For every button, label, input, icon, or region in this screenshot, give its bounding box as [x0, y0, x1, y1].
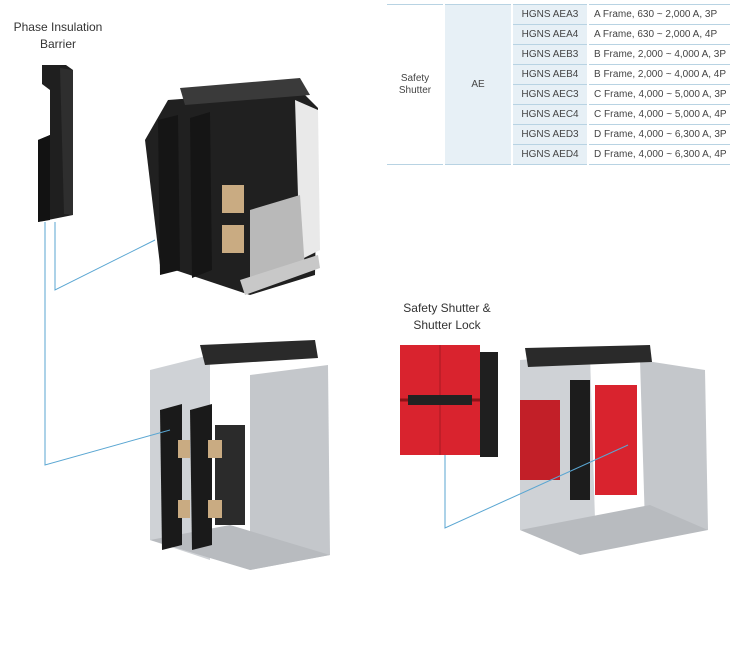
description-cell: A Frame, 630 ~ 2,000 A, 4P	[589, 25, 730, 45]
safety-shutter-image	[400, 345, 498, 457]
model-cell: HGNS AED4	[513, 145, 587, 165]
model-cell: HGNS AEC3	[513, 85, 587, 105]
sub-label-cell: AE	[445, 4, 511, 165]
model-cell: HGNS AEC4	[513, 105, 587, 125]
cradle-empty-image	[150, 340, 330, 570]
model-cell: HGNS AEB3	[513, 45, 587, 65]
model-cell: HGNS AED3	[513, 125, 587, 145]
phase-insulation-barrier-image	[38, 65, 73, 222]
cradle-with-shutter-image	[520, 345, 708, 555]
description-cell: C Frame, 4,000 ~ 5,000 A, 3P	[589, 85, 730, 105]
model-cell: HGNS AEA4	[513, 25, 587, 45]
safety-shutter-caption: Safety Shutter & Shutter Lock	[403, 301, 491, 332]
description-cell: B Frame, 2,000 ~ 4,000 A, 4P	[589, 65, 730, 85]
cradle-with-barriers-image	[145, 78, 320, 295]
leader-line-shutter	[444, 444, 629, 529]
leader-lines	[44, 222, 629, 529]
description-cell: B Frame, 2,000 ~ 4,000 A, 3P	[589, 45, 730, 65]
group-label-cell: Safety Shutter	[387, 4, 443, 165]
leader-line-barrier-upper	[54, 222, 156, 291]
description-cell: A Frame, 630 ~ 2,000 A, 3P	[589, 4, 730, 25]
leader-line-barrier-lower	[44, 222, 171, 466]
phase-insulation-barrier-caption: Phase Insulation Barrier	[13, 20, 103, 51]
description-cell: C Frame, 4,000 ~ 5,000 A, 4P	[589, 105, 730, 125]
model-cell: HGNS AEB4	[513, 65, 587, 85]
model-cell: HGNS AEA3	[513, 4, 587, 25]
description-cell: D Frame, 4,000 ~ 6,300 A, 3P	[589, 125, 730, 145]
description-cell: D Frame, 4,000 ~ 6,300 A, 4P	[589, 145, 730, 165]
